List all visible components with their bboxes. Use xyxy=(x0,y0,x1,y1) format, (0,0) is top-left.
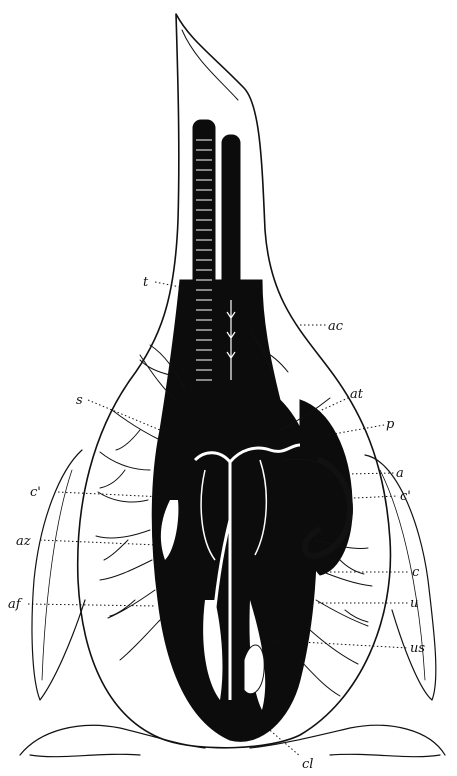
label-cl: cl xyxy=(302,757,313,772)
label-u: u xyxy=(410,596,418,611)
label-us: us xyxy=(410,641,425,656)
label-c-prime-right: c' xyxy=(400,489,411,504)
label-az: az xyxy=(16,534,31,549)
label-a: a xyxy=(396,466,404,481)
label-c-prime-left: c' xyxy=(30,485,41,500)
label-ac: ac xyxy=(328,319,344,334)
label-af: af xyxy=(8,597,23,612)
label-p: p xyxy=(386,417,395,432)
label-s: s xyxy=(76,393,83,408)
label-c-right: c xyxy=(412,565,420,580)
beak-line xyxy=(182,30,238,100)
label-at: at xyxy=(350,387,364,402)
label-t: t xyxy=(143,275,149,290)
